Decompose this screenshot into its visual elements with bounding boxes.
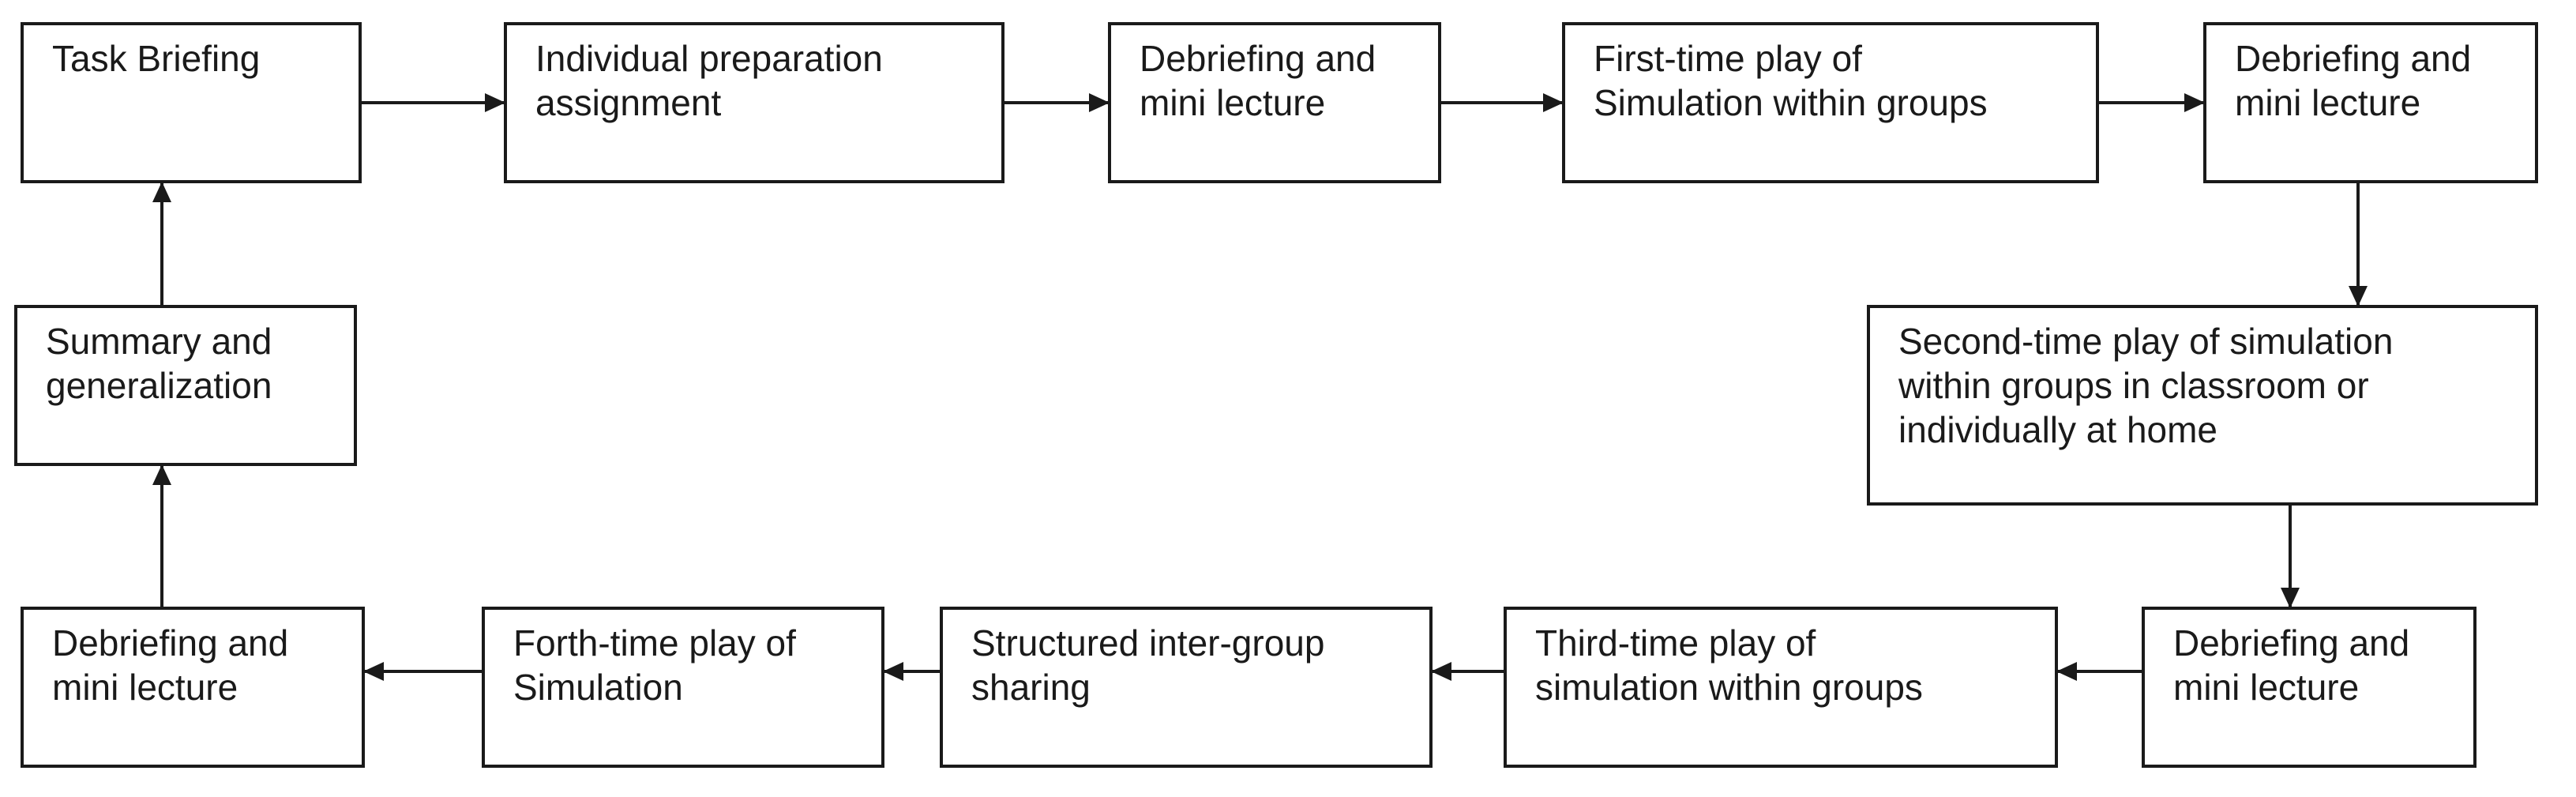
node-box: [14, 305, 357, 466]
node-label: within groups in classroom or: [1898, 365, 2369, 406]
node-label: Structured inter-group: [971, 622, 1324, 664]
node-box: [2203, 22, 2538, 183]
arrowhead-icon: [152, 182, 171, 202]
node-label: Debriefing and: [2235, 38, 2471, 79]
arrowhead-icon: [883, 662, 903, 681]
node-label: mini lecture: [1140, 82, 1325, 123]
node-box: [21, 607, 365, 768]
node-label: simulation within groups: [1535, 667, 1923, 708]
edge-debrief-2-to-second-play: [2349, 182, 2368, 306]
node-box: [1562, 22, 2099, 183]
node-label: Simulation within groups: [1594, 82, 1988, 123]
node-box: [940, 607, 1433, 768]
edge-second-play-to-debrief-3: [2281, 504, 2300, 608]
node-label: First-time play of: [1594, 38, 1862, 79]
node-label: Forth-time play of: [513, 622, 796, 664]
edge-third-play-to-structured-sharing: [1431, 662, 1505, 681]
node-label: individually at home: [1898, 409, 2217, 450]
nodes-layer: Task Briefing Individual preparationassig…: [14, 22, 2538, 768]
node-label: Simulation: [513, 667, 683, 708]
edge-summary-to-task-briefing: [152, 182, 171, 306]
arrowhead-icon: [152, 464, 171, 485]
arrowhead-icon: [2056, 662, 2077, 681]
arrowhead-icon: [1089, 93, 1110, 112]
node-label: Third-time play of: [1535, 622, 1816, 664]
edge-forth-play-to-debrief-4: [363, 662, 483, 681]
arrowhead-icon: [485, 93, 505, 112]
node-label: Individual preparation: [535, 38, 883, 79]
node-box: [504, 22, 1004, 183]
arrowhead-icon: [2281, 588, 2300, 608]
edge-individual-preparation-to-debrief-1: [1003, 93, 1110, 112]
arrowhead-icon: [2184, 93, 2205, 112]
node-task-briefing: Task Briefing: [21, 22, 362, 183]
arrowhead-icon: [1431, 662, 1451, 681]
edge-debrief-4-to-summary: [152, 464, 171, 608]
arrowhead-icon: [2349, 286, 2368, 306]
node-box: [1867, 305, 2538, 506]
node-label: mini lecture: [52, 667, 238, 708]
node-label: mini lecture: [2173, 667, 2359, 708]
node-label: assignment: [535, 82, 721, 123]
node-label: generalization: [46, 365, 272, 406]
edge-debrief-1-to-first-play: [1440, 93, 1564, 112]
arrowhead-icon: [363, 662, 384, 681]
node-box: [1108, 22, 1441, 183]
node-label: Summary and: [46, 321, 272, 362]
edge-task-briefing-to-individual-preparation: [360, 93, 505, 112]
node-label: Debriefing and: [52, 622, 288, 664]
edge-first-play-to-debrief-2: [2097, 93, 2205, 112]
arrowhead-icon: [1543, 93, 1564, 112]
node-label: mini lecture: [2235, 82, 2420, 123]
edge-debrief-3-to-third-play: [2056, 662, 2143, 681]
node-label: Debriefing and: [2173, 622, 2409, 664]
node-box: [2142, 607, 2476, 768]
node-box: [482, 607, 884, 768]
node-label: sharing: [971, 667, 1091, 708]
edge-structured-sharing-to-forth-play: [883, 662, 941, 681]
node-label: Second-time play of simulation: [1898, 321, 2393, 362]
node-label: Task Briefing: [52, 38, 260, 79]
node-label: Debriefing and: [1140, 38, 1376, 79]
node-box: [1504, 607, 2058, 768]
node-box: [21, 22, 362, 183]
edges-layer: [152, 93, 2368, 681]
